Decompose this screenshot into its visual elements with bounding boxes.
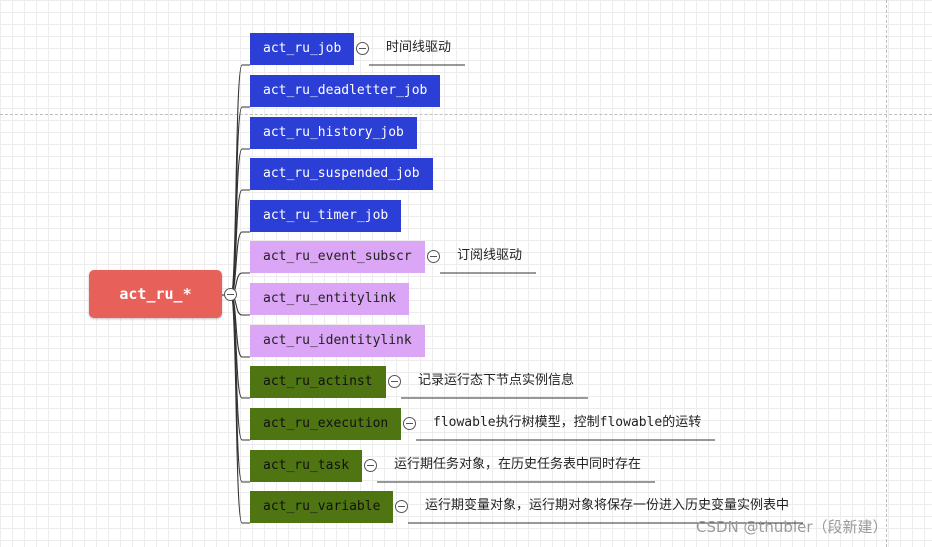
collapse-icon[interactable] [427, 250, 440, 263]
node-act-ru-suspended-job[interactable]: act_ru_suspended_job [250, 158, 433, 190]
node-act-ru-variable[interactable]: act_ru_variable [250, 491, 394, 523]
node-act-ru-actinst[interactable]: act_ru_actinst [250, 366, 386, 398]
node-act-ru-execution[interactable]: act_ru_execution [250, 408, 402, 440]
collapse-icon[interactable] [356, 42, 369, 55]
node-note: 时间线驱动 [386, 40, 452, 55]
node-note: 记录运行态下节点实例信息 [418, 373, 575, 388]
connector-line [230, 294, 250, 524]
collapse-icon[interactable] [395, 500, 408, 513]
node-act-ru-timer-job[interactable]: act_ru_timer_job [250, 200, 402, 232]
node-note: 运行期任务对象，在历史任务表中同时存在 [394, 457, 642, 472]
node-act-ru-task[interactable]: act_ru_task [250, 450, 363, 482]
watermark: CSDN @thubier（段新建） [696, 518, 888, 536]
connector-line [230, 106, 250, 296]
node-act-ru-deadletter-job[interactable]: act_ru_deadletter_job [250, 75, 441, 107]
page-break-line [0, 114, 932, 115]
collapse-icon[interactable] [224, 288, 237, 301]
node-act-ru-identitylink[interactable]: act_ru_identitylink [250, 325, 425, 357]
node-act-ru-history-job[interactable]: act_ru_history_job [250, 117, 417, 149]
connector-line [230, 189, 250, 296]
node-act-ru-job[interactable]: act_ru_job [250, 33, 355, 65]
collapse-icon[interactable] [403, 417, 416, 430]
collapse-icon[interactable] [388, 375, 401, 388]
page-break-line [886, 0, 887, 547]
node-note: 运行期变量对象，运行期对象将保存一份进入历史变量实例表中 [425, 498, 790, 513]
node-act-ru-entitylink[interactable]: act_ru_entitylink [250, 283, 410, 315]
root-node[interactable]: act_ru_* [89, 270, 222, 318]
node-note: 订阅线驱动 [457, 248, 523, 263]
node-act-ru-event-subscr[interactable]: act_ru_event_subscr [250, 241, 425, 273]
node-note: flowable执行树模型，控制flowable的运转 [433, 415, 702, 430]
collapse-icon[interactable] [364, 459, 377, 472]
